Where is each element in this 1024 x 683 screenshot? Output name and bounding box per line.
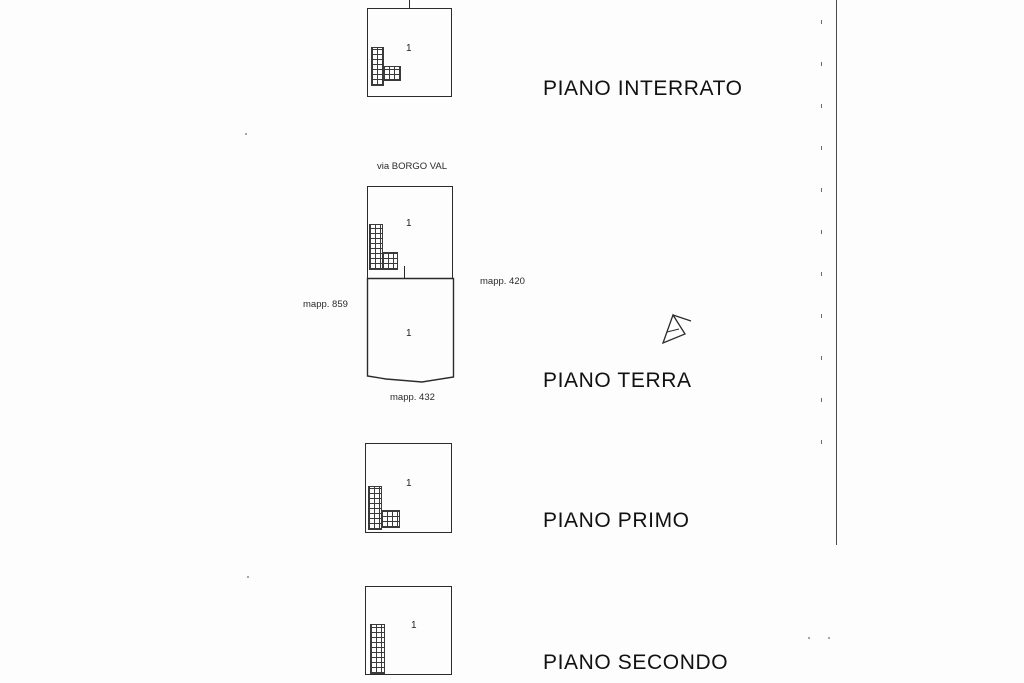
scan-fold-dashed-line (821, 20, 822, 480)
scan-speck (808, 637, 810, 639)
floorplan-outline-secondo (365, 586, 452, 675)
floor-title-interrato: PIANO INTERRATO (543, 77, 743, 100)
unit-number-terra-lower: 1 (406, 328, 412, 339)
mapp-859-label: mapp. 859 (303, 299, 348, 310)
floorplan-outline-terra-lower (366, 277, 455, 383)
staircase-symbol-secondo-vertical (370, 624, 385, 674)
wall-stub-line-interrato (409, 0, 411, 9)
staircase-symbol-primo-horizontal (381, 510, 400, 528)
floor-title-primo: PIANO PRIMO (543, 509, 690, 532)
staircase-symbol-interrato-horizontal (383, 66, 401, 81)
scan-speck (247, 576, 249, 578)
floor-title-terra: PIANO TERRA (543, 369, 692, 392)
unit-number-secondo: 1 (411, 620, 417, 631)
mapp-432-label: mapp. 432 (390, 392, 435, 403)
interior-wall-line-terra (404, 266, 406, 279)
staircase-symbol-terra-vertical (369, 224, 383, 270)
floor-title-secondo: PIANO SECONDO (543, 651, 729, 674)
street-label: via BORGO VAL (377, 161, 448, 172)
scan-fold-line (836, 0, 837, 545)
unit-number-primo: 1 (406, 478, 412, 489)
scan-speck (828, 637, 830, 639)
staircase-symbol-terra-horizontal (382, 252, 398, 270)
unit-number-interrato: 1 (406, 43, 412, 54)
unit-number-terra-upper: 1 (406, 218, 412, 229)
floorplan-outline-primo (365, 443, 452, 533)
staircase-symbol-primo-vertical (368, 486, 382, 530)
north-arrow-icon (661, 313, 692, 345)
scan-speck (245, 133, 247, 135)
mapp-420-label: mapp. 420 (480, 276, 525, 287)
